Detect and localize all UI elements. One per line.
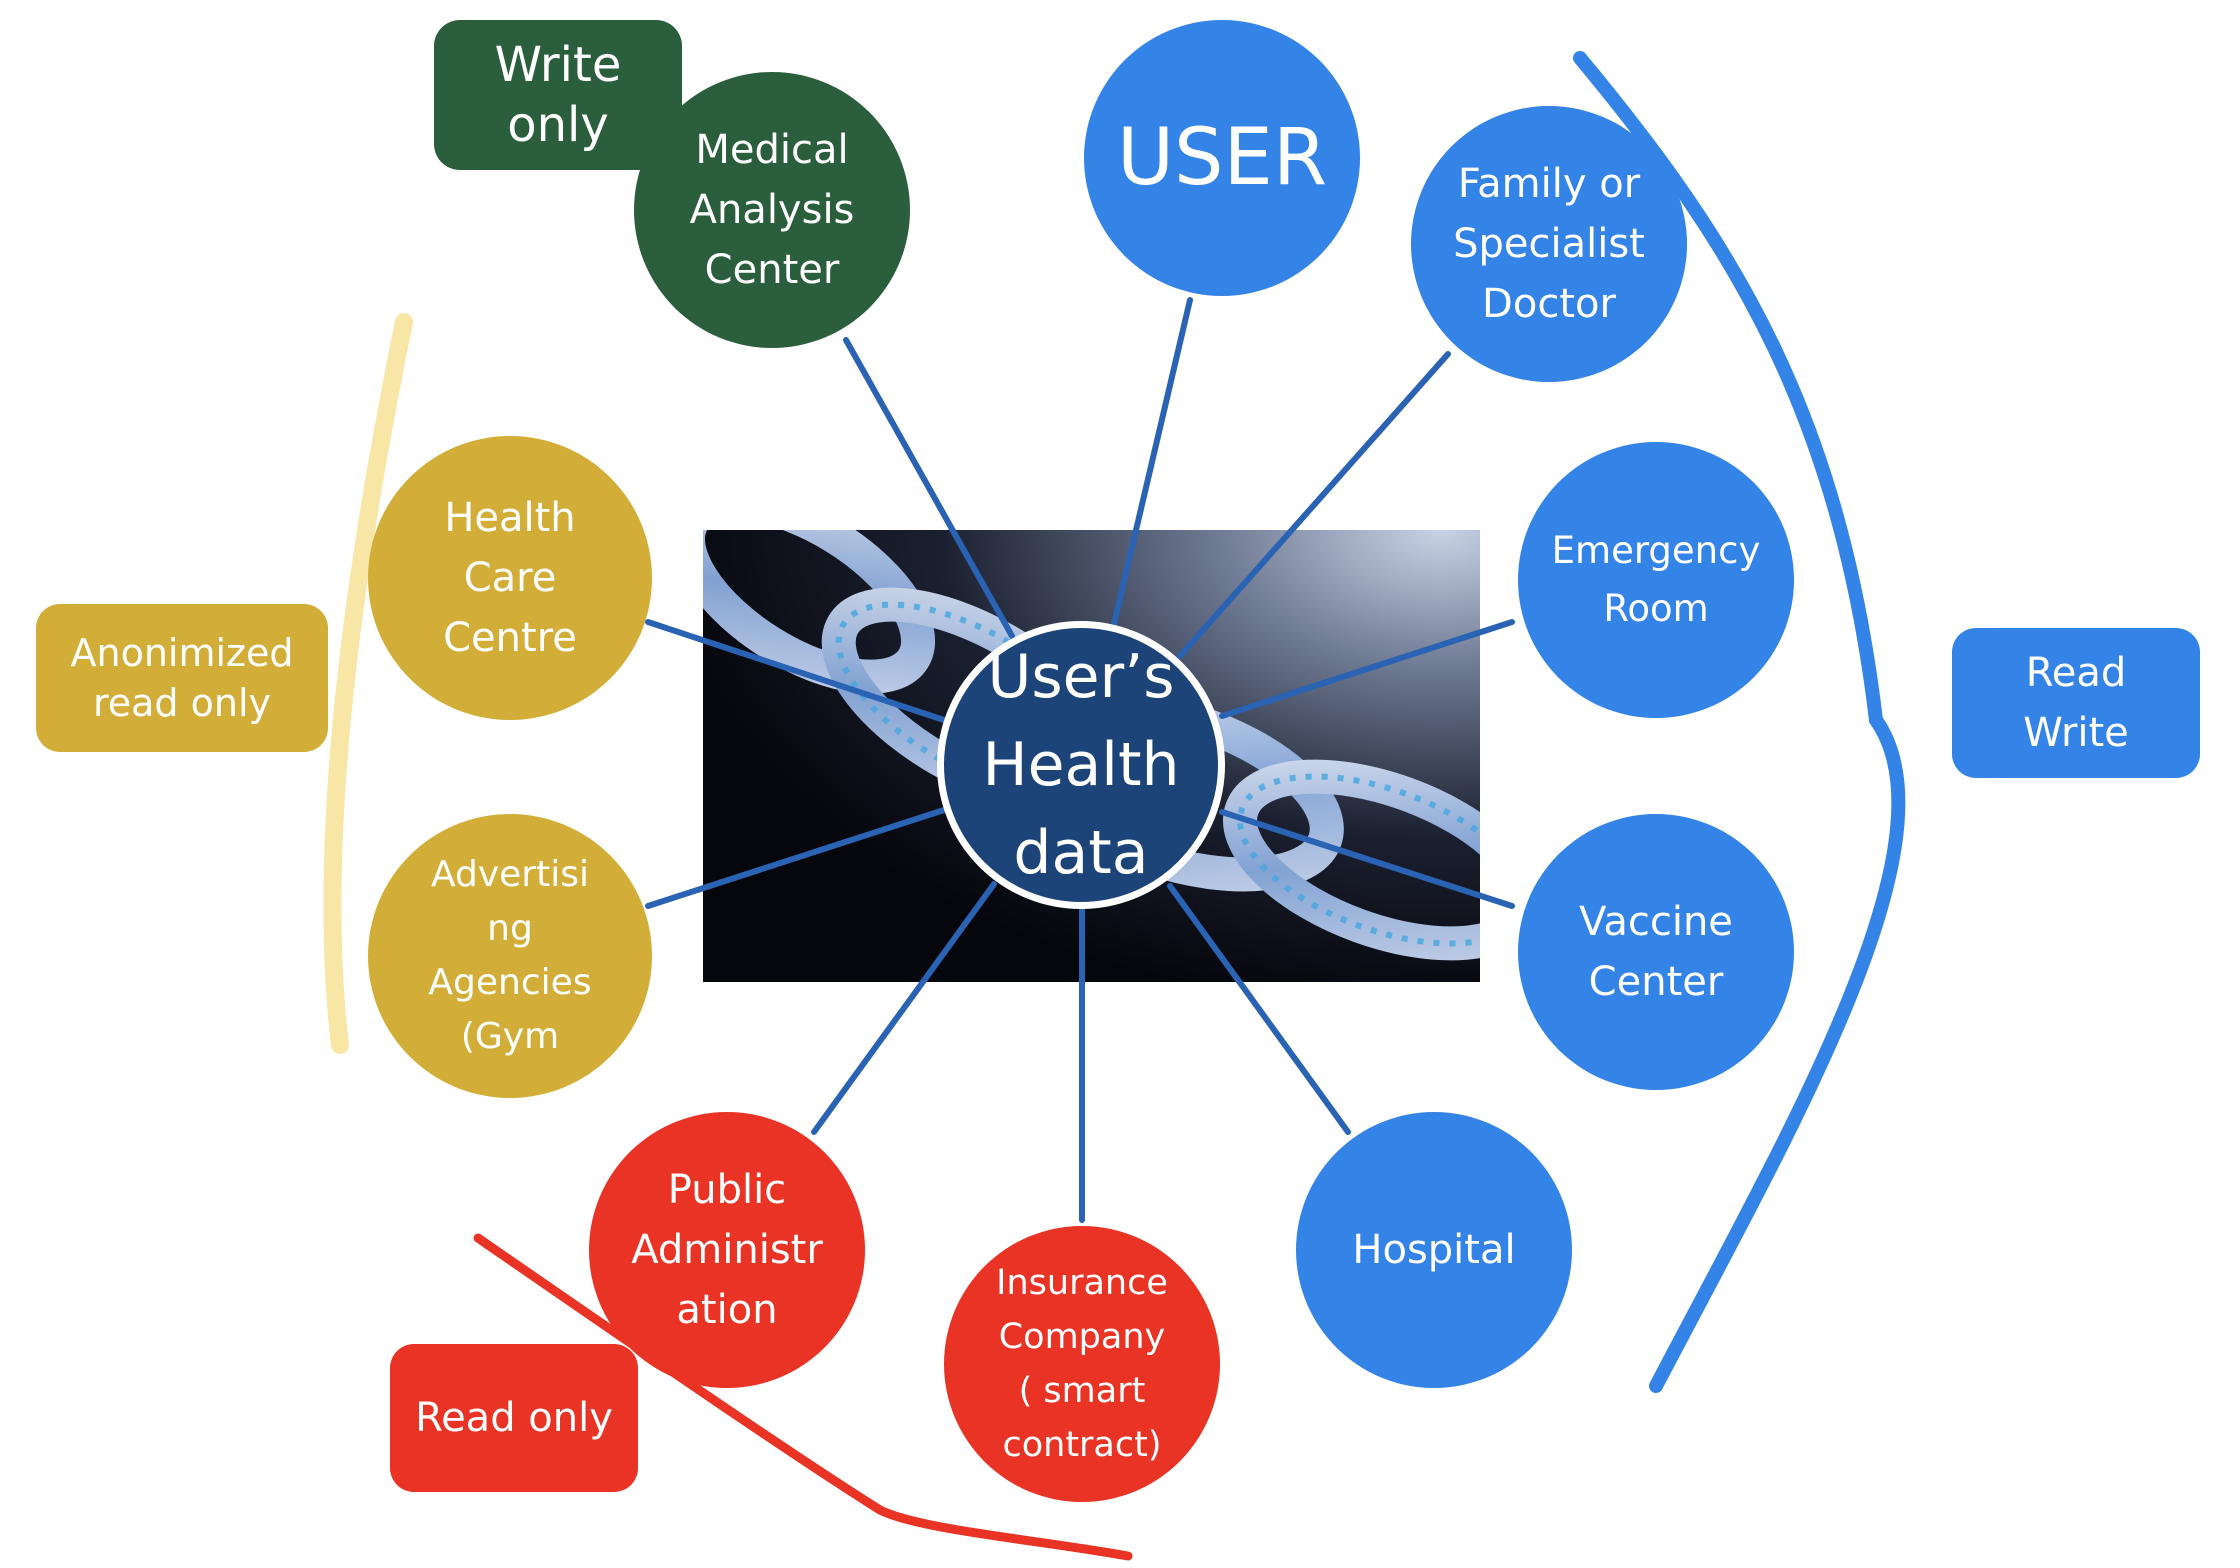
- connector-family-doctor: [1177, 351, 1451, 659]
- vaccine-center-label: Vaccine Center: [1579, 899, 1733, 1005]
- node-insurance-company: Insurance Company ( smart contract): [944, 1226, 1220, 1502]
- read-write-bracket: [1573, 51, 1906, 1393]
- public-administration-label: Public Administr ation: [631, 1167, 823, 1333]
- center-label: User’s Health data: [982, 642, 1180, 888]
- node-health-care-centre: Health Care Centre: [368, 436, 652, 720]
- emergency-room-label: Emergency Room: [1551, 529, 1761, 630]
- node-emergency-room: Emergency Room: [1518, 442, 1794, 718]
- node-hospital: Hospital: [1296, 1112, 1572, 1388]
- node-family-doctor: Family or Specialist Doctor: [1411, 106, 1687, 382]
- tag-write-only: Write only: [434, 20, 682, 170]
- connector-health-care: [645, 619, 947, 723]
- medical-analysis-center-label: Medical Analysis Center: [689, 127, 855, 293]
- users-health-data-node: User’s Health data: [937, 621, 1225, 909]
- connector-emergency: [1219, 619, 1515, 719]
- tag-read-write: Read Write: [1952, 628, 2200, 778]
- connector-advertising: [645, 807, 947, 909]
- user-label: USER: [1116, 113, 1328, 203]
- write-only-label: Write only: [494, 37, 622, 153]
- read-write-label: Read Write: [2023, 650, 2129, 756]
- connector-user: [1111, 297, 1193, 627]
- connector-vaccine: [1219, 809, 1515, 909]
- connector-medical: [843, 337, 1015, 639]
- anonymized-read-only-label: Anonimized read only: [70, 631, 294, 725]
- tag-anonymized-read-only: Anonimized read only: [36, 604, 328, 752]
- anonymized-bracket: [323, 313, 413, 1054]
- node-advertising-agencies: Advertisi ng Agencies (Gym: [368, 814, 652, 1098]
- hospital-label: Hospital: [1352, 1227, 1516, 1273]
- read-only-label: Read only: [415, 1395, 613, 1441]
- node-public-administration: Public Administr ation: [589, 1112, 865, 1388]
- node-vaccine-center: Vaccine Center: [1518, 814, 1794, 1090]
- family-doctor-label: Family or Specialist Doctor: [1453, 161, 1645, 327]
- tag-read-only: Read only: [390, 1344, 638, 1492]
- connector-hospital: [1167, 883, 1351, 1135]
- advertising-agencies-label: Advertisi ng Agencies (Gym: [428, 854, 592, 1057]
- node-user: USER: [1084, 20, 1360, 296]
- health-care-centre-label: Health Care Centre: [443, 495, 577, 661]
- read-only-underline: [473, 1233, 1133, 1561]
- insurance-company-label: Insurance Company ( smart contract): [996, 1263, 1168, 1465]
- connector-public-admin: [811, 881, 997, 1135]
